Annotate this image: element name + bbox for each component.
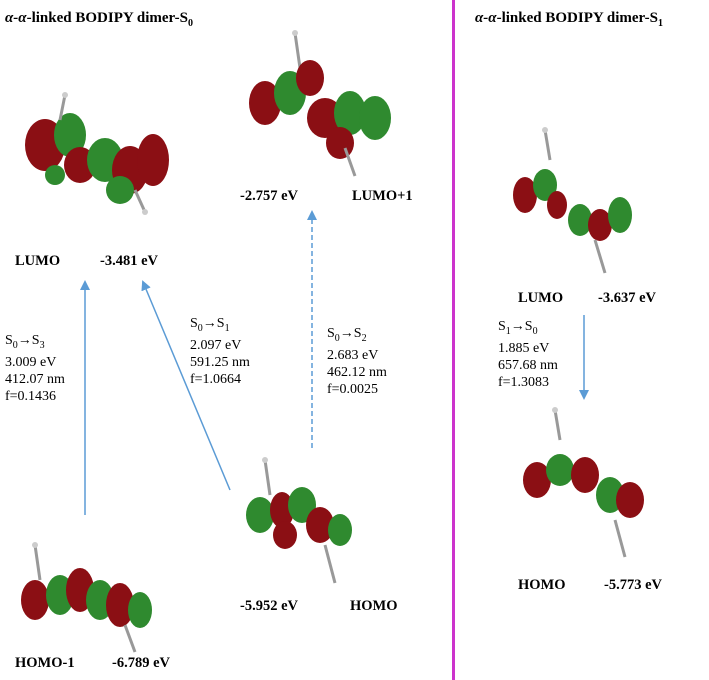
s0-s2-oscillator: f=0.0025 [327, 381, 379, 397]
s1-lumo-orbital-image [513, 127, 632, 274]
transition-s0-s1-info: S0→S1 2.097 eV 591.25 nm f=1.0664 [190, 316, 250, 387]
panel-divider [452, 0, 455, 680]
left-panel-title: α-α-linked BODIPY dimer-S0 [5, 10, 193, 29]
arrow-s0-s1 [141, 280, 231, 491]
s0-lumo1-orbital-image [249, 30, 391, 177]
s1-homo-name: HOMO [518, 577, 566, 593]
s0-homo1-name: HOMO-1 [15, 655, 75, 671]
transition-s1-s0-info: S1→S0 1.885 eV 657.68 nm f=1.3083 [498, 319, 558, 390]
s0-s3-wavelength: 412.07 nm [5, 371, 65, 387]
s0-s1-oscillator: f=1.0664 [190, 371, 242, 387]
s0-s1-wavelength: 591.25 nm [190, 354, 250, 370]
s1-s0-energy: 1.885 eV [498, 340, 550, 356]
s1-s0-oscillator: f=1.3083 [498, 374, 550, 390]
s0-lumo-name: LUMO [15, 253, 61, 269]
s0-homo1-energy: -6.789 eV [112, 655, 170, 671]
s1-homo-energy: -5.773 eV [604, 577, 662, 593]
s0-s2-wavelength: 462.12 nm [327, 364, 387, 380]
s0-lumo-energy: -3.481 eV [100, 253, 158, 269]
s1-homo-orbital-image [523, 407, 644, 558]
s0-homo-orbital-image [246, 457, 352, 584]
s1-lumo-name: LUMO [518, 290, 564, 306]
s0-lumo1-energy: -2.757 eV [240, 188, 298, 204]
right-panel-title: α-α-linked BODIPY dimer-S1 [475, 10, 663, 29]
s0-lumo1-name: LUMO+1 [352, 188, 413, 204]
s0-homo1-orbital-image [21, 542, 152, 653]
s0-s2-energy: 2.683 eV [327, 347, 379, 363]
s0-s1-energy: 2.097 eV [190, 337, 242, 353]
s1-s0-wavelength: 657.68 nm [498, 357, 558, 373]
s1-lumo-energy: -3.637 eV [598, 290, 656, 306]
s0-lumo-orbital-image [25, 92, 169, 215]
transition-s0-s3-info: S0→S3 3.009 eV 412.07 nm f=0.1436 [5, 333, 65, 404]
s0-s3-oscillator: f=0.1436 [5, 388, 57, 404]
transition-s0-s2-info: S0→S2 2.683 eV 462.12 nm f=0.0025 [327, 326, 387, 397]
s0-homo-energy: -5.952 eV [240, 598, 298, 614]
s0-s3-energy: 3.009 eV [5, 354, 57, 370]
s0-homo-name: HOMO [350, 598, 398, 614]
